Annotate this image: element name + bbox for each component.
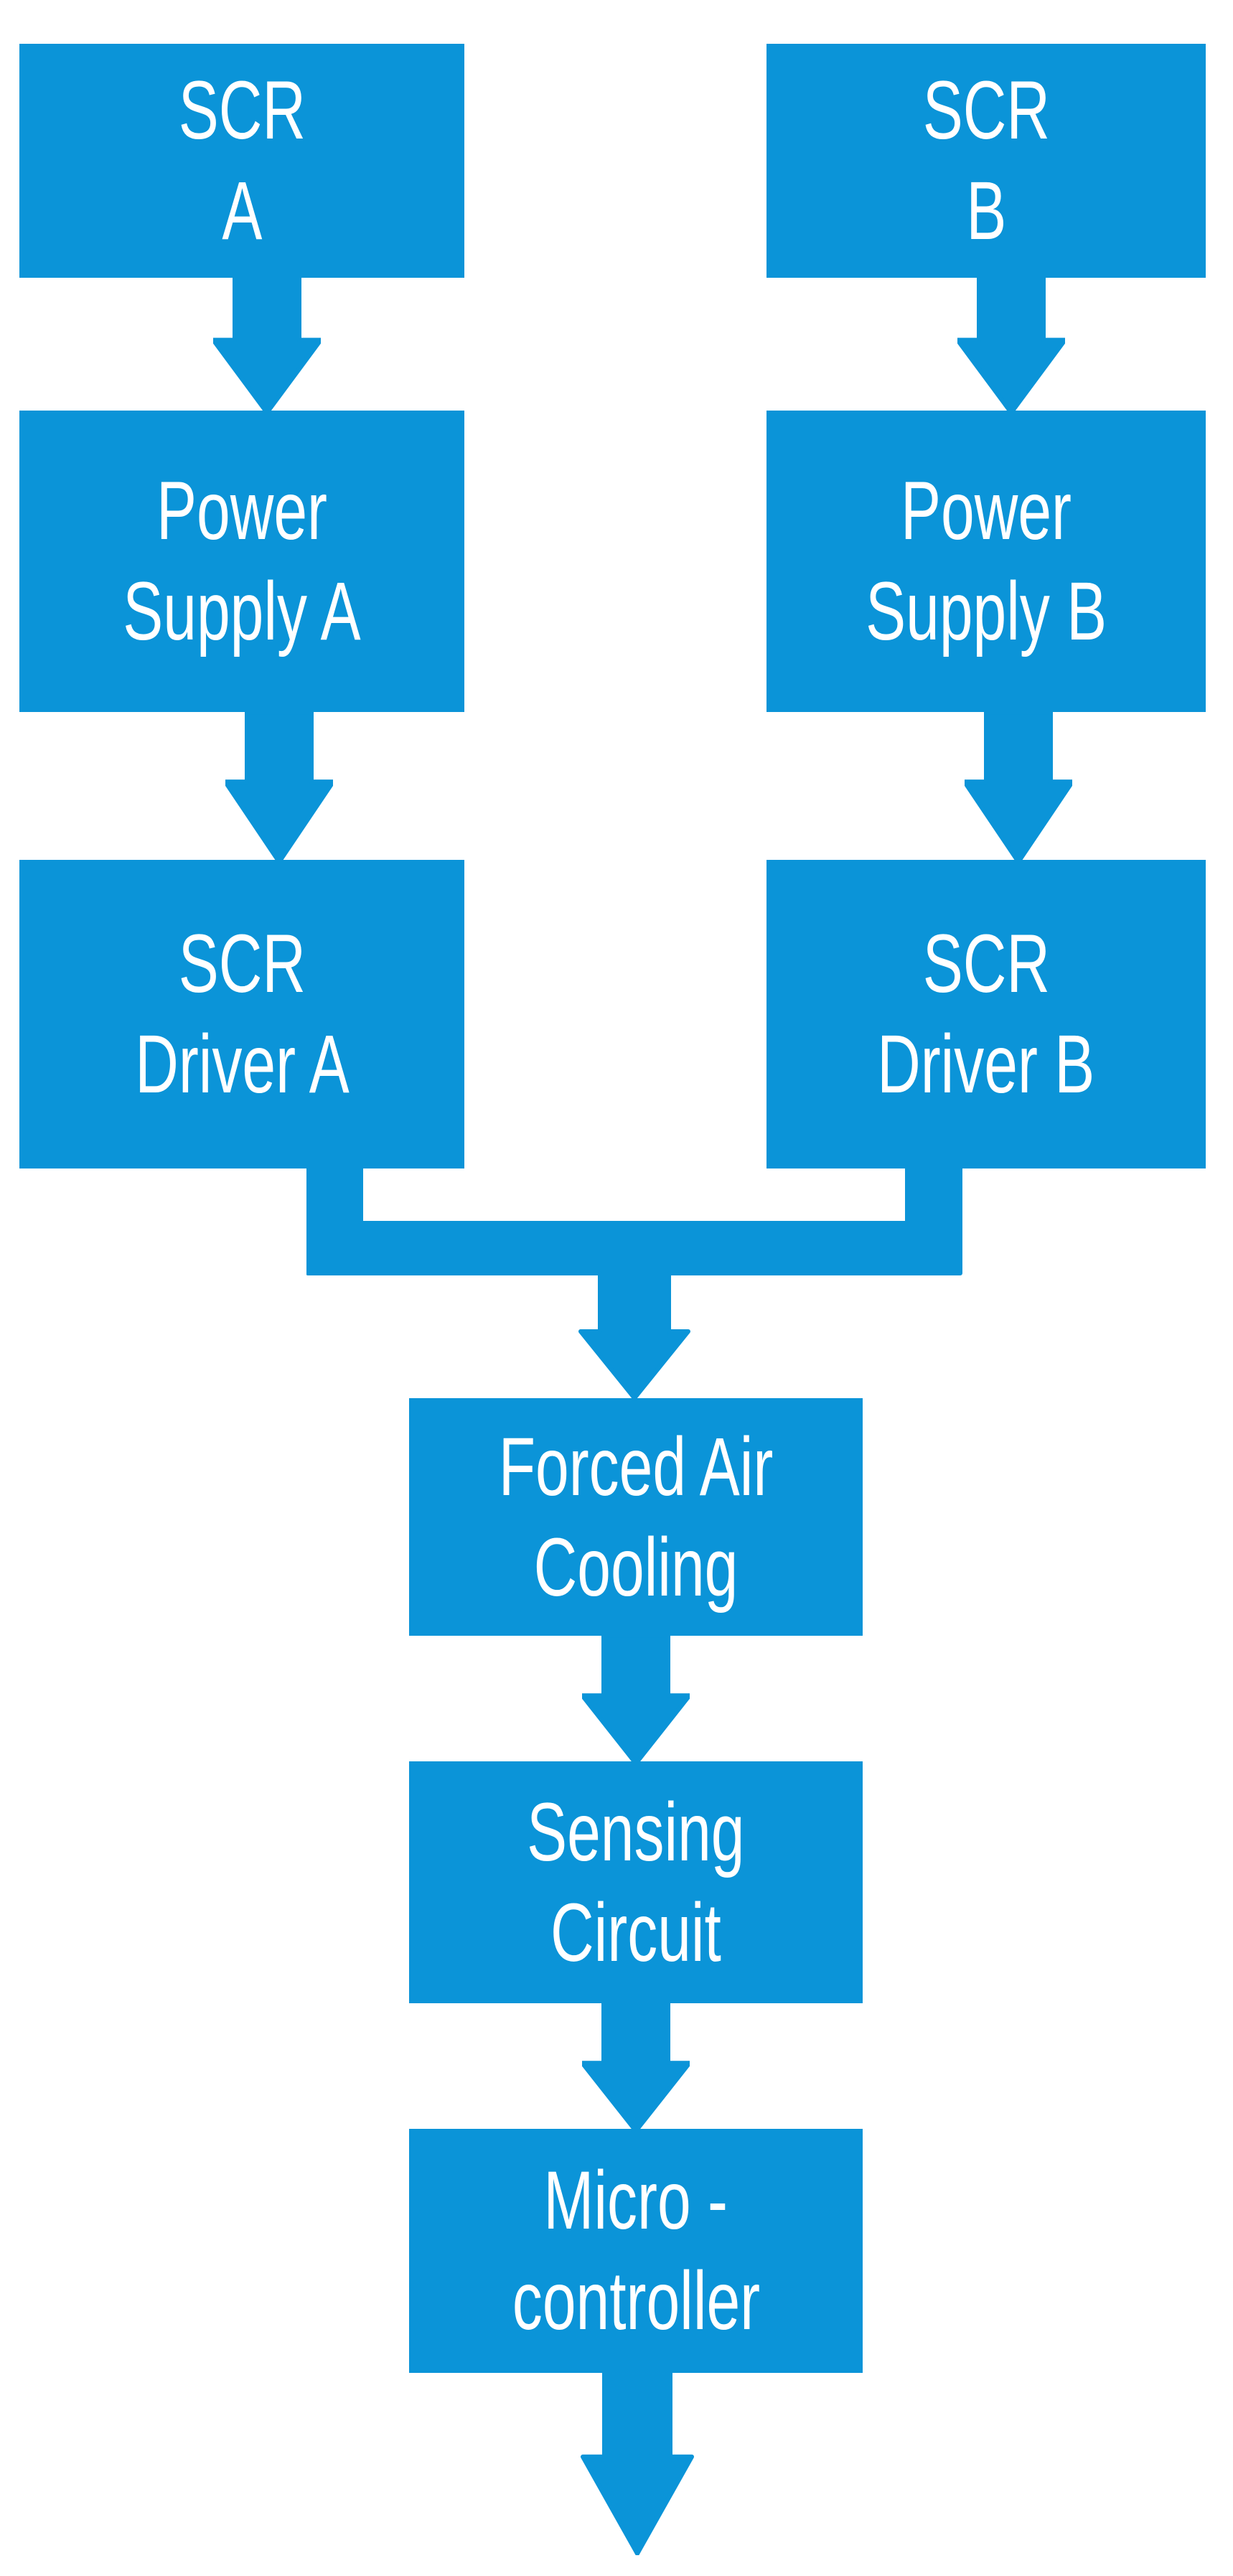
node-sensing-circuit-line1: Sensing — [527, 1786, 745, 1878]
node-scr-driver-a: SCR Driver A — [19, 860, 464, 1168]
arrow-down-icon — [225, 712, 333, 863]
arrow-down-icon — [213, 276, 321, 414]
node-power-supply-b-line2: Supply B — [865, 566, 1107, 657]
node-scr-b-line1: SCR — [922, 65, 1050, 156]
node-forced-air-cooling: Forced Air Cooling — [409, 1398, 863, 1636]
arrow-down-icon — [582, 1636, 690, 1765]
node-scr-a: SCR A — [19, 44, 464, 278]
node-scr-b-line2: B — [965, 165, 1007, 257]
node-forced-air-cooling-line1: Forced Air — [498, 1420, 774, 1513]
node-power-supply-a-line2: Supply A — [123, 566, 361, 657]
node-micro-controller: Micro - controller — [409, 2129, 863, 2373]
node-power-supply-b-line1: Power — [901, 465, 1072, 557]
node-scr-a-line2: A — [221, 165, 263, 257]
node-micro-controller-line2: controller — [512, 2255, 760, 2347]
node-scr-b: SCR B — [766, 44, 1206, 278]
node-power-supply-a-line1: Power — [156, 465, 327, 557]
node-scr-driver-b: SCR Driver B — [766, 860, 1206, 1168]
node-power-supply-b: Power Supply B — [766, 411, 1206, 712]
node-scr-driver-b-line2: Driver B — [877, 1018, 1095, 1110]
node-scr-a-line1: SCR — [178, 65, 306, 156]
node-scr-driver-b-line1: SCR — [922, 918, 1050, 1010]
node-sensing-circuit: Sensing Circuit — [409, 1761, 863, 2003]
arrow-down-icon — [582, 2003, 690, 2132]
node-scr-driver-a-line2: Driver A — [134, 1018, 350, 1110]
merge-arrow-down-icon — [306, 1168, 962, 1400]
node-micro-controller-line1: Micro - — [543, 2155, 728, 2247]
arrow-down-icon — [965, 712, 1072, 863]
node-power-supply-a: Power Supply A — [19, 411, 464, 712]
node-scr-driver-a-line1: SCR — [178, 918, 306, 1010]
node-sensing-circuit-line2: Circuit — [550, 1886, 721, 1979]
output-arrow-down-icon — [581, 2373, 694, 2555]
node-forced-air-cooling-line2: Cooling — [533, 1521, 739, 1613]
arrow-down-icon — [957, 276, 1065, 414]
